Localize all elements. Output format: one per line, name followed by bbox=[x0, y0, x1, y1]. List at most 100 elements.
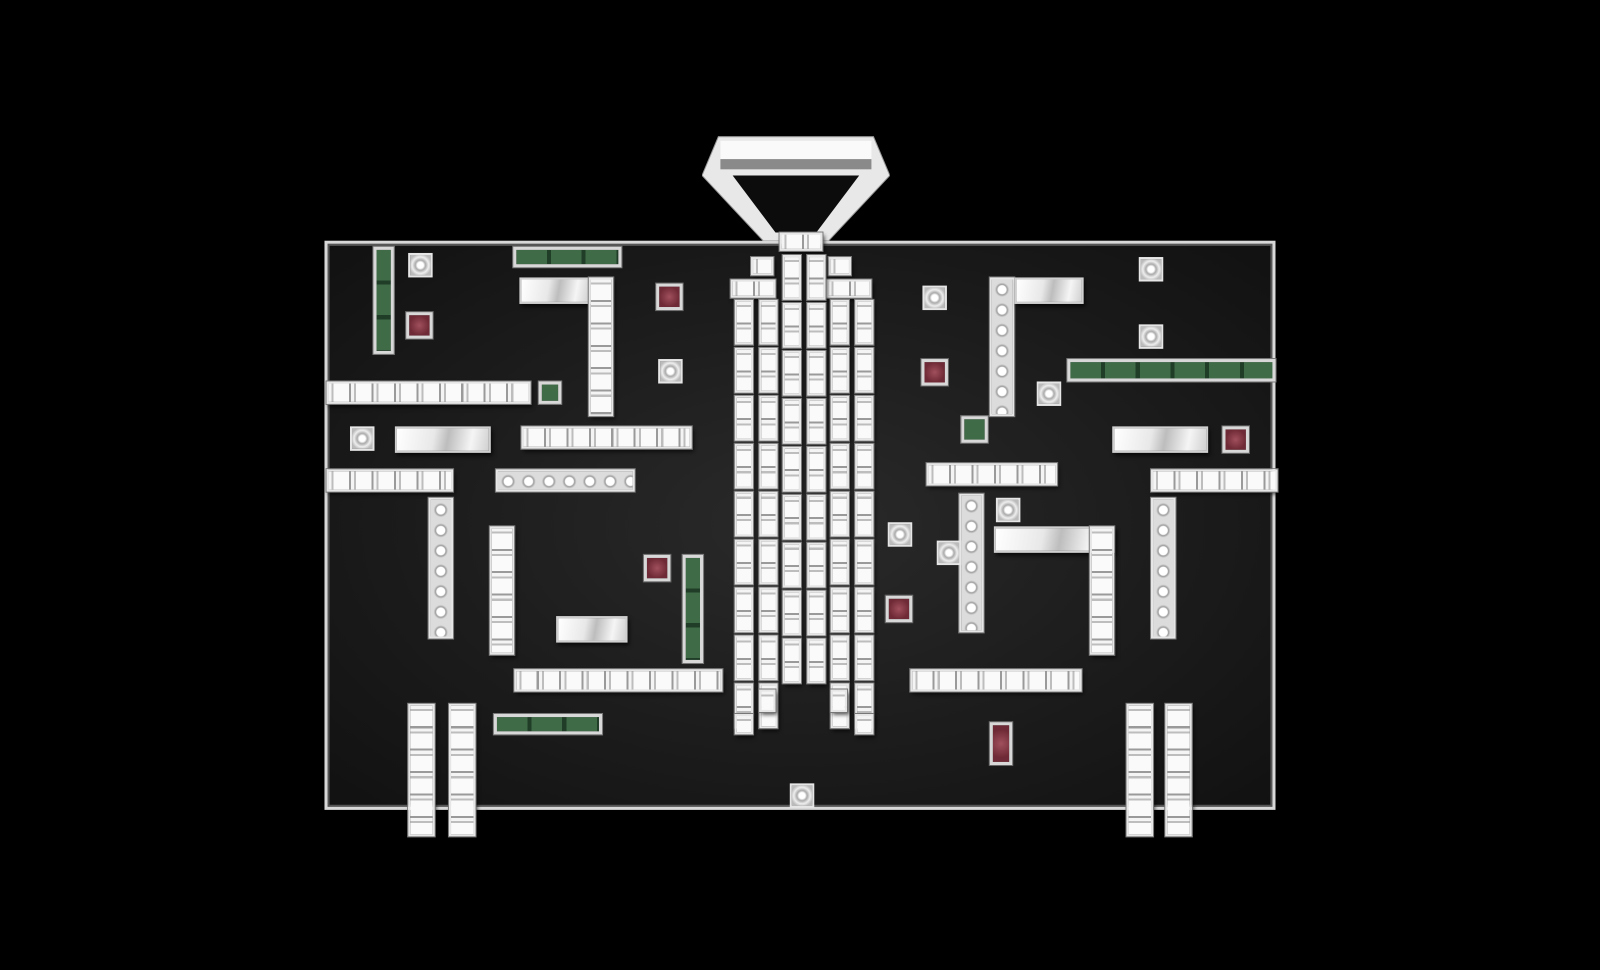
baguette-diamond-bar bbox=[782, 542, 802, 588]
baguette-diamond-bar bbox=[782, 350, 802, 396]
baguette-diamond-bar bbox=[734, 587, 754, 633]
baguette-diamond-bar bbox=[758, 587, 778, 633]
clutch-handle bbox=[702, 136, 890, 242]
baguette-diamond-bar bbox=[806, 542, 825, 588]
diamond-stone bbox=[1138, 324, 1164, 349]
baguette-diamond-bar bbox=[734, 347, 754, 393]
diamond-stone bbox=[1138, 257, 1164, 282]
baguette-diamond-bar bbox=[828, 257, 852, 276]
baguette-diamond-bar bbox=[806, 302, 825, 348]
baguette-diamond-bar bbox=[514, 669, 723, 692]
baguette-diamond-bar bbox=[408, 703, 435, 837]
baguette-diamond-bar bbox=[734, 395, 754, 441]
baguette-diamond-bar bbox=[782, 446, 802, 492]
polished-silver-plate bbox=[1014, 277, 1084, 304]
emerald-bar bbox=[682, 554, 704, 663]
baguette-diamond-bar bbox=[782, 398, 802, 444]
ruby-stone bbox=[885, 595, 913, 623]
baguette-diamond-bar bbox=[734, 635, 754, 681]
baguette-diamond-bar bbox=[830, 689, 847, 712]
polished-silver-plate bbox=[556, 616, 628, 643]
diamond-stone bbox=[887, 522, 913, 547]
baguette-diamond-bar bbox=[730, 279, 776, 298]
ruby-stone bbox=[656, 283, 683, 311]
baguette-diamond-bar bbox=[326, 381, 531, 404]
baguette-diamond-bar bbox=[854, 491, 873, 537]
baguette-diamond-bar bbox=[830, 491, 849, 537]
baguette-diamond-bar bbox=[910, 669, 1082, 692]
baguette-diamond-bar bbox=[854, 539, 873, 585]
baguette-diamond-bar bbox=[854, 635, 873, 681]
baguette-diamond-bar bbox=[758, 539, 778, 585]
emerald-bar bbox=[513, 246, 622, 268]
baguette-diamond-bar bbox=[782, 590, 802, 636]
baguette-diamond-bar bbox=[854, 587, 873, 633]
baguette-diamond-bar bbox=[734, 539, 754, 585]
baguette-diamond-bar bbox=[830, 347, 849, 393]
diamond-stone bbox=[408, 252, 433, 278]
baguette-diamond-bar bbox=[826, 279, 872, 298]
baguette-diamond-bar bbox=[830, 443, 849, 489]
ruby-stone bbox=[643, 554, 671, 582]
baguette-diamond-bar bbox=[326, 469, 454, 492]
baguette-diamond-bar bbox=[758, 347, 778, 393]
baguette-diamond-bar bbox=[806, 590, 825, 636]
round-diamond-bar bbox=[1151, 497, 1176, 639]
baguette-diamond-bar bbox=[448, 703, 476, 837]
diamond-stone bbox=[922, 285, 947, 311]
ruby-stone bbox=[921, 359, 948, 386]
baguette-diamond-bar bbox=[806, 446, 825, 492]
round-diamond-bar bbox=[989, 277, 1015, 417]
diamond-stone bbox=[1036, 381, 1062, 406]
baguette-diamond-bar bbox=[806, 638, 825, 684]
baguette-diamond-bar bbox=[830, 539, 849, 585]
emerald-bar bbox=[1067, 359, 1276, 382]
emerald-bar bbox=[961, 416, 988, 443]
baguette-diamond-bar bbox=[830, 395, 849, 441]
diamond-stone bbox=[789, 783, 815, 808]
baguette-diamond-bar bbox=[758, 635, 778, 681]
round-diamond-bar bbox=[428, 497, 454, 639]
baguette-diamond-bar bbox=[830, 587, 849, 633]
baguette-diamond-bar bbox=[830, 299, 849, 345]
baguette-diamond-bar bbox=[782, 302, 802, 348]
baguette-diamond-bar bbox=[758, 443, 778, 489]
baguette-diamond-bar bbox=[782, 494, 802, 540]
baguette-diamond-bar bbox=[854, 299, 873, 345]
baguette-diamond-bar bbox=[588, 277, 614, 417]
baguette-diamond-bar bbox=[854, 395, 873, 441]
ruby-stone bbox=[1222, 426, 1249, 453]
baguette-diamond-bar bbox=[734, 714, 754, 735]
baguette-diamond-bar bbox=[806, 350, 825, 396]
baguette-diamond-bar bbox=[926, 463, 1058, 486]
polished-silver-plate bbox=[519, 277, 591, 304]
baguette-diamond-bar bbox=[489, 526, 515, 655]
baguette-diamond-bar bbox=[1165, 703, 1192, 837]
baguette-diamond-bar bbox=[1151, 469, 1278, 492]
baguette-diamond-bar bbox=[779, 232, 823, 251]
baguette-diamond-bar bbox=[854, 347, 873, 393]
round-diamond-bar bbox=[495, 469, 635, 492]
emerald-bar bbox=[373, 246, 394, 354]
baguette-diamond-bar bbox=[782, 255, 802, 300]
ruby-stone bbox=[406, 312, 433, 339]
diamond-stone bbox=[658, 359, 683, 384]
baguette-diamond-bar bbox=[854, 714, 873, 735]
baguette-diamond-bar bbox=[1089, 526, 1115, 655]
baguette-diamond-bar bbox=[806, 255, 825, 300]
baguette-diamond-bar bbox=[830, 635, 849, 681]
baguette-diamond-bar bbox=[1126, 703, 1154, 837]
emerald-bar bbox=[493, 714, 603, 735]
baguette-diamond-bar bbox=[734, 491, 754, 537]
emerald-bar bbox=[538, 381, 562, 404]
baguette-diamond-bar bbox=[854, 443, 873, 489]
polished-silver-plate bbox=[394, 426, 491, 453]
baguette-diamond-bar bbox=[806, 494, 825, 540]
baguette-diamond-bar bbox=[758, 299, 778, 345]
diamond-stone bbox=[936, 540, 962, 566]
baguette-diamond-bar bbox=[734, 443, 754, 489]
diamond-stone bbox=[349, 426, 375, 451]
baguette-diamond-bar bbox=[758, 491, 778, 537]
baguette-diamond-bar bbox=[734, 299, 754, 345]
